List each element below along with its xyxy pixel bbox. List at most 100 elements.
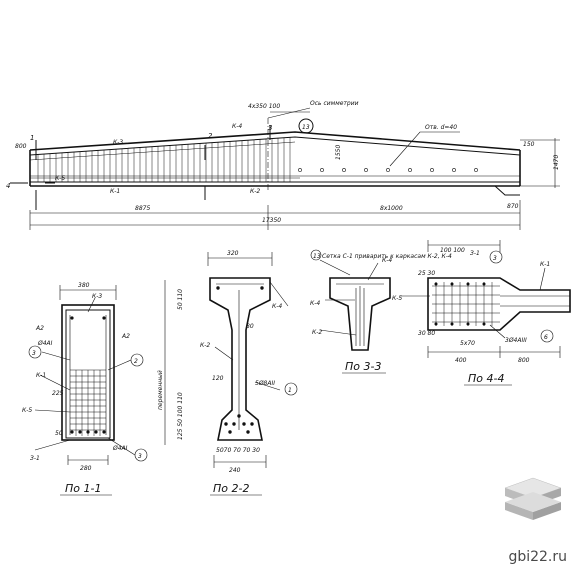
s4-dims-side: 30 80 bbox=[418, 330, 435, 337]
s2-dims-bottom: 5070 70 70 30 bbox=[216, 447, 260, 454]
dim-left-height: 800 bbox=[15, 143, 27, 150]
spacing-top-dim: 4х350 100 bbox=[248, 103, 280, 110]
section-4-4: 100 100 400 800 5х70 К-1 К-5 З-1 3 6 3Ø4… bbox=[392, 240, 571, 386]
s3-label-k4-top: К-4 bbox=[382, 257, 392, 264]
label-k1: К-1 bbox=[110, 188, 120, 195]
section-marker-1: 1 bbox=[30, 134, 34, 142]
dim-right-height: 1470 bbox=[553, 155, 560, 170]
s1-bubble-c: 3 bbox=[138, 453, 142, 460]
s2-dims-top-left: 50 110 bbox=[177, 289, 184, 310]
rebar-dot bbox=[78, 430, 82, 434]
s4-label-z1: З-1 bbox=[470, 250, 480, 257]
section-marker-3: 3 bbox=[268, 124, 272, 132]
s3-bubble: 13 bbox=[313, 253, 321, 260]
s3-label-k4: К-4 bbox=[310, 300, 320, 307]
rebar-dot bbox=[94, 430, 98, 434]
hole-note: Отв. d=40 bbox=[425, 124, 457, 131]
s2-dim-web: 80 bbox=[246, 323, 254, 330]
s4-label-k5: К-5 bbox=[392, 295, 402, 302]
section-marker-2: 2 bbox=[208, 132, 213, 140]
dim-mid-height: 1550 bbox=[335, 145, 342, 160]
rebar-dot bbox=[237, 414, 241, 418]
label-k2: К-2 bbox=[250, 188, 260, 195]
s4-caption: По 4-4 bbox=[468, 372, 504, 385]
stacked-slabs-icon bbox=[504, 477, 562, 520]
rebar-dot bbox=[450, 282, 454, 286]
dim-right-h2: 150 bbox=[523, 141, 535, 148]
s2-width-top: 320 bbox=[227, 250, 239, 257]
bubble-13: 13 bbox=[302, 124, 310, 131]
holes bbox=[298, 168, 478, 172]
s1-code-a: А2 bbox=[35, 325, 44, 332]
s1-label-z1: З-1 bbox=[30, 455, 40, 462]
rebar-dot bbox=[232, 422, 236, 426]
hole-mark bbox=[342, 168, 346, 172]
label-k4: К-4 bbox=[232, 123, 242, 130]
rebar-dot bbox=[434, 282, 438, 286]
hole-mark bbox=[320, 168, 324, 172]
s4-dim-grid: 5х70 bbox=[460, 340, 475, 347]
rebar-dot bbox=[102, 430, 106, 434]
rebar-dot bbox=[260, 286, 264, 290]
beam-elevation: Ось симметрии Отв. d=40 4х350 100 8875 8… bbox=[6, 100, 560, 230]
rebar-dot bbox=[450, 322, 454, 326]
s4-dim-right: 800 bbox=[518, 357, 530, 364]
s1-code-b: А2 bbox=[121, 333, 130, 340]
section-1-1: 380 280 225 50 К-3 К-1 К-5 З-1 Ø4АI Ø4АI… bbox=[22, 282, 148, 496]
hole-mark bbox=[408, 168, 412, 172]
label-k5: К-5 bbox=[55, 175, 65, 182]
section-1-mesh bbox=[70, 316, 106, 436]
s1-label-k3: К-3 bbox=[92, 293, 102, 300]
hole-mark bbox=[474, 168, 478, 172]
dim-right-span: 8х1000 bbox=[380, 205, 403, 212]
s4-dims-top: 100 100 bbox=[440, 247, 465, 254]
section-4-mesh bbox=[432, 282, 570, 326]
rebar-dot bbox=[86, 430, 90, 434]
s1-bubble-a: 3 bbox=[32, 350, 36, 357]
rebar-dot bbox=[434, 322, 438, 326]
rebar-dot bbox=[102, 316, 106, 320]
s3-note: Сетка С-1 приварить к каркасам К-2, К-4 bbox=[322, 253, 452, 260]
hole-mark bbox=[430, 168, 434, 172]
s2-caption: По 2-2 bbox=[213, 482, 249, 495]
s3-label-k2: К-2 bbox=[312, 329, 322, 336]
s1-bubble-b: 2 bbox=[134, 358, 138, 365]
s2-label-k4: К-4 bbox=[272, 303, 282, 310]
s4-label-k1: К-1 bbox=[540, 261, 550, 268]
rebar-dot bbox=[482, 282, 486, 286]
s2-dims-left: 125 50 100 110 bbox=[177, 392, 184, 440]
s3-caption: По 3-3 bbox=[345, 360, 381, 373]
rebar-dot bbox=[70, 430, 74, 434]
rebar-dot bbox=[250, 422, 254, 426]
watermark: gbi22.ru bbox=[508, 549, 567, 565]
s1-dim-side: 225 bbox=[52, 390, 64, 397]
axis-symmetry-label: Ось симметрии bbox=[310, 100, 359, 107]
rebar-dot bbox=[224, 422, 228, 426]
s1-label-k1: К-1 bbox=[36, 372, 46, 379]
label-k3: К-3 bbox=[113, 139, 123, 146]
dim-total: 17350 bbox=[262, 217, 281, 224]
s2-bubble: 1 bbox=[288, 387, 292, 394]
s4-bubble-a: 3 bbox=[493, 255, 497, 262]
hole-mark bbox=[452, 168, 456, 172]
s1-width-bottom: 280 bbox=[80, 465, 92, 472]
rebar-dot bbox=[216, 286, 220, 290]
rebar-dot bbox=[242, 422, 246, 426]
section-2-2: 320 240 5070 70 70 30 переменный К-4 К-2… bbox=[157, 250, 298, 496]
section-2-bars bbox=[216, 286, 264, 434]
s1-bar-note-bottom: Ø4АI bbox=[112, 445, 128, 452]
s2-side-label: переменный bbox=[157, 370, 164, 410]
s4-dims-left: 25 30 bbox=[418, 270, 435, 277]
rebar-dot bbox=[466, 322, 470, 326]
watermark-text: gbi22.ru bbox=[508, 549, 567, 565]
s2-dim-web-bottom: 120 bbox=[212, 375, 224, 382]
s1-dim-side-2: 50 bbox=[55, 430, 63, 437]
dim-right-end: 870 bbox=[507, 203, 519, 210]
s1-bar-note-top: Ø4АI bbox=[37, 340, 53, 347]
rebar-dot bbox=[70, 316, 74, 320]
rebar-dot bbox=[466, 282, 470, 286]
s4-dim-left: 400 bbox=[455, 357, 467, 364]
dim-left-span: 8875 bbox=[135, 205, 150, 212]
section-3-3: 13 Сетка С-1 приварить к каркасам К-2, К… bbox=[310, 249, 452, 374]
